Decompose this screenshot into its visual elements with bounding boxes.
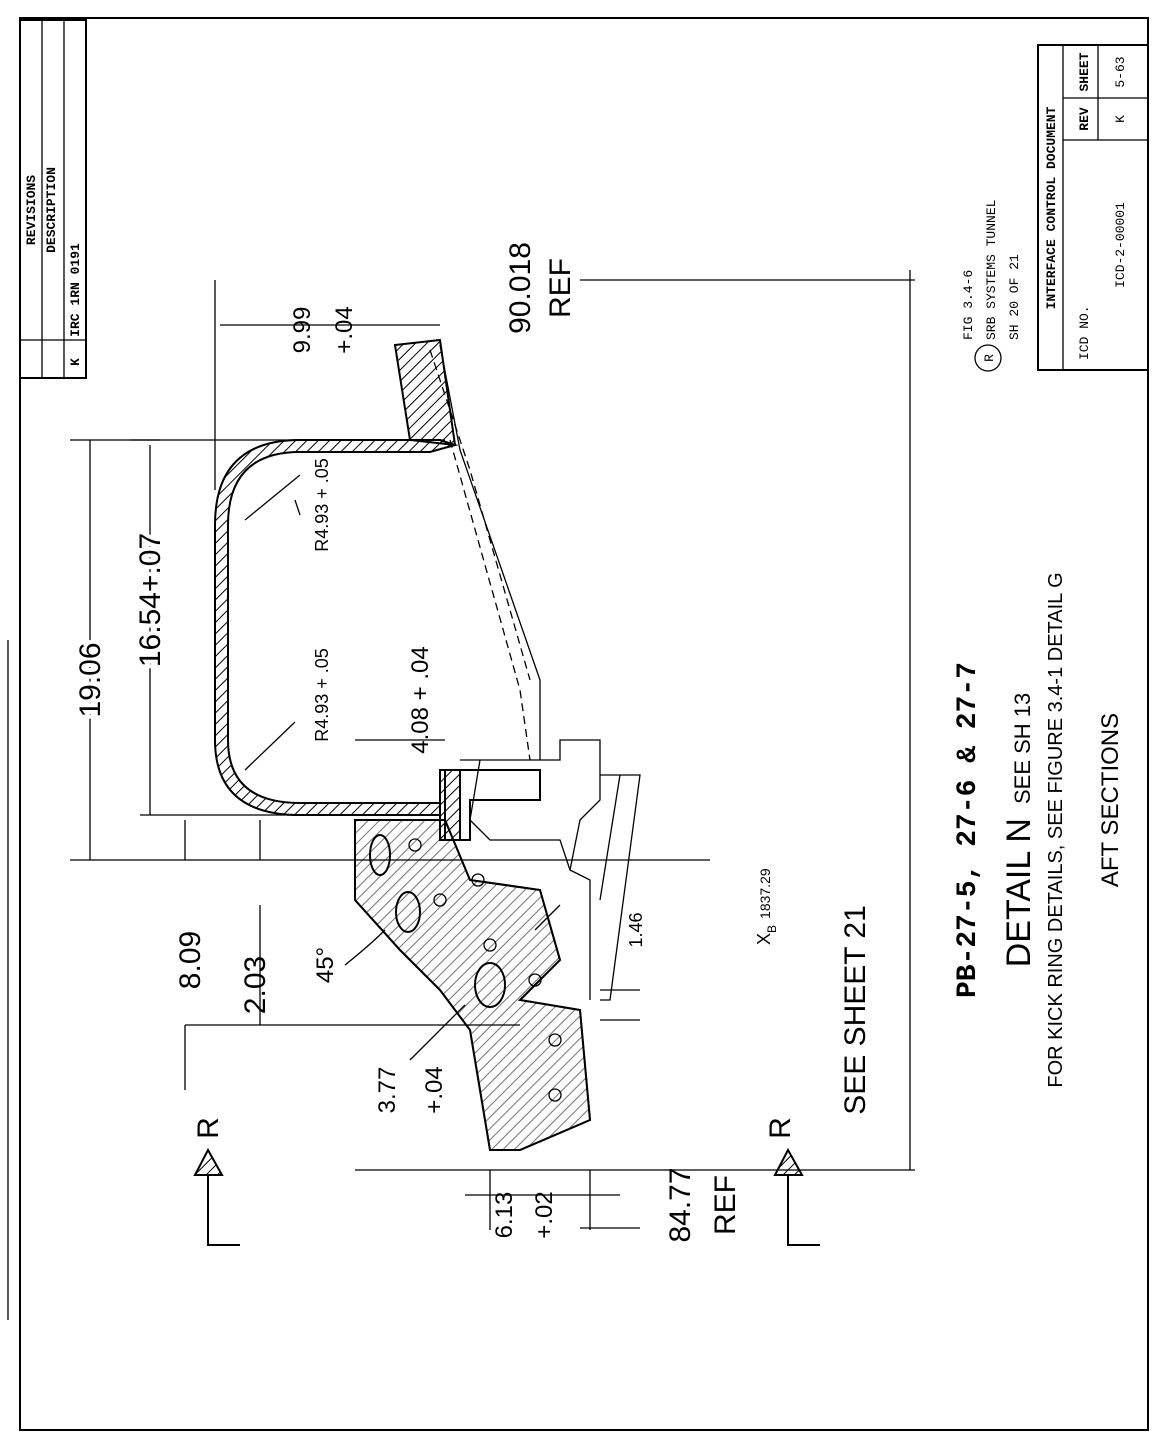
description-header: DESCRIPTION xyxy=(44,167,59,253)
see-sheet-note: SEE SHEET 21 xyxy=(839,905,872,1115)
revision-letter: K xyxy=(68,358,83,366)
revision-entry: IRC 1RN 0191 xyxy=(68,243,83,337)
rev-label: REV xyxy=(1077,107,1092,131)
dim-84-77-ref: REF xyxy=(709,1175,742,1235)
figure-title: SRB SYSTEMS TUNNEL xyxy=(984,200,999,340)
dim-90-018: 90.018 xyxy=(504,242,537,334)
icd-number: ICD-2-00001 xyxy=(1113,202,1128,288)
dim-84-77: 84.77 xyxy=(664,1167,697,1242)
figure-info: R FIG 3.4-6 SRB SYSTEMS TUNNEL SH 20 OF … xyxy=(961,200,1022,372)
dimension-labels: 19.06 16.54+.07 R4.93 + .05 R4.93 + .05 … xyxy=(70,242,872,1242)
revisions-block: REVISIONS DESCRIPTION K IRC 1RN 0191 xyxy=(19,19,87,379)
dim-6-13: 6.13 xyxy=(491,1192,518,1239)
detail-caption: PB-27-5, 27-6 & 27-7 DETAIL NSEE SH 13 F… xyxy=(953,572,1124,1087)
dim-19-06: 19.06 xyxy=(74,642,107,717)
dim-angle-45: 45° xyxy=(312,947,339,983)
icd-label: ICD NO. xyxy=(1077,305,1092,360)
title-block-heading: INTERFACE CONTROL DOCUMENT xyxy=(1044,106,1059,309)
figure-sheet: SH 20 OF 21 xyxy=(1007,254,1022,340)
sheet-value: 5-63 xyxy=(1113,56,1128,87)
title-block: INTERFACE CONTROL DOCUMENT ICD NO. ICD-2… xyxy=(1037,44,1149,371)
kick-ring-note: FOR KICK RING DETAILS, SEE FIGURE 3.4-1 … xyxy=(1045,572,1067,1087)
dim-9-99-tol: +.04 xyxy=(331,306,358,353)
part-numbers: PB-27-5, 27-6 & 27-7 xyxy=(953,662,984,998)
revision-mark: R xyxy=(982,354,997,362)
kick-ring-bracket xyxy=(354,774,641,1151)
tunnel-cover xyxy=(214,338,601,1000)
section-mark-right: R xyxy=(764,1117,797,1139)
station-x-label: XB1837.29 xyxy=(754,868,779,945)
detail-title: DETAIL NSEE SH 13 xyxy=(1000,693,1038,968)
revisions-title: REVISIONS xyxy=(24,175,39,245)
rev-value: K xyxy=(1113,115,1128,123)
section-arrow-right: R xyxy=(764,1117,820,1246)
dim-9-99: 9.99 xyxy=(289,307,316,354)
dim-3-77: 3.77 xyxy=(374,1067,401,1114)
dim-8-09: 8.09 xyxy=(174,931,207,989)
dimension-lines xyxy=(70,270,915,1230)
section-arrow-left: R xyxy=(192,1117,240,1246)
section-mark-left: R xyxy=(192,1117,225,1139)
dim-6-13-tol: +.02 xyxy=(531,1191,558,1238)
figure-number: FIG 3.4-6 xyxy=(961,270,976,340)
dim-radius-upper: R4.93 + .05 xyxy=(312,458,332,552)
dim-90-018-ref: REF xyxy=(544,258,577,318)
sheet-label: SHEET xyxy=(1077,52,1092,91)
dim-radius-lower: R4.93 + .05 xyxy=(312,648,332,742)
dim-4-08: 4.08 + .04 xyxy=(407,646,434,753)
aft-sections-label: AFT SECTIONS xyxy=(1097,713,1124,887)
dim-3-77-tol: +.04 xyxy=(421,1066,448,1113)
sheet-border xyxy=(19,17,1149,1431)
dim-1-46: 1.46 xyxy=(626,912,646,947)
dim-16-54: 16.54+.07 xyxy=(134,533,167,667)
dim-2-03: 2.03 xyxy=(239,956,272,1014)
